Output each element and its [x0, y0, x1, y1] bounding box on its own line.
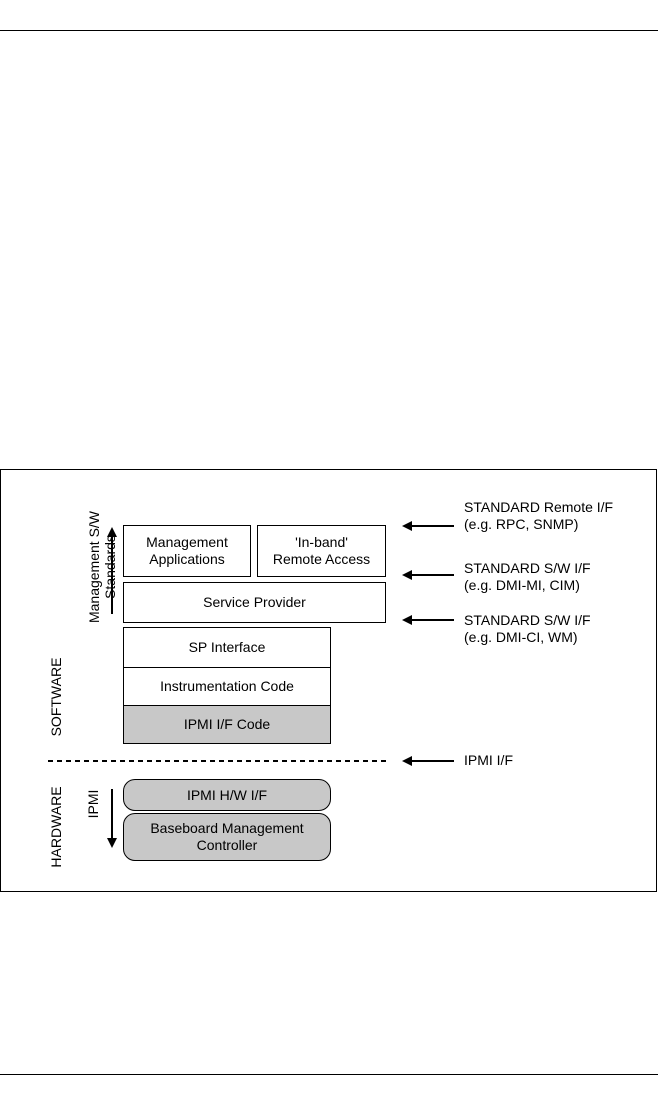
top-rule	[0, 30, 658, 31]
instrumentation-code-box: Instrumentation Code	[123, 667, 331, 706]
ipmi-if-label: IPMI I/F	[464, 752, 513, 768]
standard-sw-if-mi-label: STANDARD S/W I/F (e.g. DMI-MI, CIM)	[464, 560, 591, 593]
diagram-frame	[0, 469, 657, 892]
ipmi-if-code-box: IPMI I/F Code	[123, 705, 331, 744]
standard-remote-if-label: STANDARD Remote I/F (e.g. RPC, SNMP)	[464, 499, 614, 532]
service-provider-box: Service Provider	[123, 582, 386, 623]
management-applications-box: Management Applications	[123, 525, 251, 577]
inband-remote-access-box: 'In-band' Remote Access	[257, 525, 386, 577]
ipmi-hw-if-box: IPMI H/W I/F	[123, 779, 331, 811]
standard-sw-if-ci-label: STANDARD S/W I/F (e.g. DMI-CI, WM)	[464, 612, 591, 645]
bmc-box: Baseboard Management Controller	[123, 813, 331, 861]
bottom-rule	[0, 1074, 658, 1075]
